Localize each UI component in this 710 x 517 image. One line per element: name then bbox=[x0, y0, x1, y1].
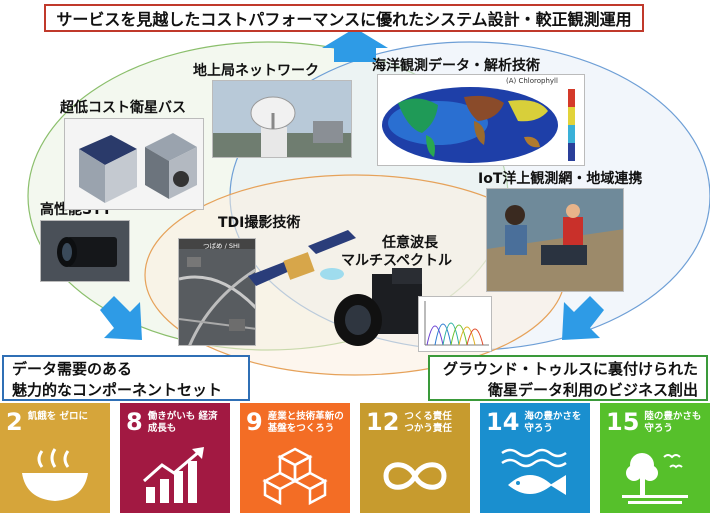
sdg-tile-15: 15 陸の豊かさも 守ろう bbox=[600, 403, 710, 513]
cubes-icon bbox=[262, 447, 328, 505]
tdi-caption: つばめ / SHI bbox=[203, 242, 240, 250]
label-iot-network: IoT洋上観測網・地域連携 bbox=[478, 171, 643, 187]
satellite-bus-photo bbox=[64, 118, 204, 210]
title-text: サービスを見越したコストパフォーマンスに優れたシステム設計・較正観測運用 bbox=[56, 10, 632, 29]
sdg-tile-8: 8 働きがいも 経済成長も bbox=[120, 403, 230, 513]
sdg-text: つくる責任 つかう責任 bbox=[404, 411, 452, 434]
bowl-icon bbox=[22, 448, 88, 501]
tree-icon bbox=[622, 453, 688, 504]
bottom-right-line2: 衛星データ利用のビジネス創出 bbox=[487, 381, 698, 399]
chlorophyll-caption: (A) Chlorophyll bbox=[506, 77, 558, 85]
bottom-left-line2: 魅力的なコンポーネントセット bbox=[12, 381, 223, 399]
arrow-down-right-icon bbox=[562, 296, 604, 340]
sdg-tile-9: 9 産業と技術革新の 基盤をつくろう bbox=[240, 403, 350, 513]
sdg-tile-14: 14 海の豊かさを 守ろう bbox=[480, 403, 590, 513]
bottom-right-box: グラウンド・トゥルスに裏付けられた 衛星データ利用のビジネス創出 bbox=[428, 355, 708, 401]
bottom-left-box: データ需要のある 魅力的なコンポーネントセット bbox=[2, 355, 250, 401]
label-ocean-data: 海洋観測データ・解析技術 bbox=[372, 58, 540, 74]
chlorophyll-map-photo: (A) Chlorophyll bbox=[377, 74, 585, 166]
label-tdi-imaging: TDI撮影技術 bbox=[218, 215, 301, 231]
iot-buoy-photo bbox=[486, 188, 624, 292]
sdg-number: 15 bbox=[606, 408, 640, 436]
arrow-down-left-icon bbox=[100, 296, 142, 340]
title-banner: サービスを見越したコストパフォーマンスに優れたシステム設計・較正観測運用 bbox=[44, 4, 644, 32]
stt-camera-photo bbox=[40, 220, 130, 282]
growth-chart-icon bbox=[143, 447, 204, 503]
tdi-imaging-photo: つばめ / SHI bbox=[178, 238, 256, 346]
bottom-left-line1: データ需要のある bbox=[12, 360, 133, 378]
sdg-number: 14 bbox=[486, 408, 520, 436]
spectrum-graph bbox=[418, 296, 492, 352]
sdg-text: 産業と技術革新の 基盤をつくろう bbox=[267, 411, 344, 434]
sdg-number: 12 bbox=[366, 408, 400, 436]
ground-station-photo bbox=[212, 80, 352, 158]
sdg-number: 8 bbox=[126, 408, 143, 436]
sdg-text: 飢餓を ゼロに bbox=[27, 411, 89, 422]
infinity-icon bbox=[383, 462, 447, 490]
label-ground-station: 地上局ネットワーク bbox=[193, 63, 319, 79]
sdg-text: 海の豊かさを 守ろう bbox=[524, 411, 582, 434]
sdg-number: 9 bbox=[246, 408, 263, 436]
bottom-right-line1: グラウンド・トゥルスに裏付けられた bbox=[442, 360, 698, 378]
sdg-tile-12: 12 つくる責任 つかう責任 bbox=[360, 403, 470, 513]
fish-icon bbox=[501, 448, 567, 495]
arrow-up-icon bbox=[322, 28, 388, 62]
sdg-number: 2 bbox=[6, 408, 23, 436]
label-multispectral-1: 任意波長 bbox=[382, 235, 438, 251]
sdg-tile-2: 2 飢餓を ゼロに bbox=[0, 403, 110, 513]
label-low-cost-satellite: 超低コスト衛星バス bbox=[60, 100, 186, 116]
label-multispectral-2: マルチスペクトル bbox=[341, 253, 453, 269]
tdi-satellite-illustration bbox=[244, 228, 362, 298]
sdg-text: 陸の豊かさも 守ろう bbox=[644, 411, 702, 434]
multispectral-camera-photo bbox=[332, 268, 442, 350]
sdg-text: 働きがいも 経済成長も bbox=[147, 411, 218, 434]
